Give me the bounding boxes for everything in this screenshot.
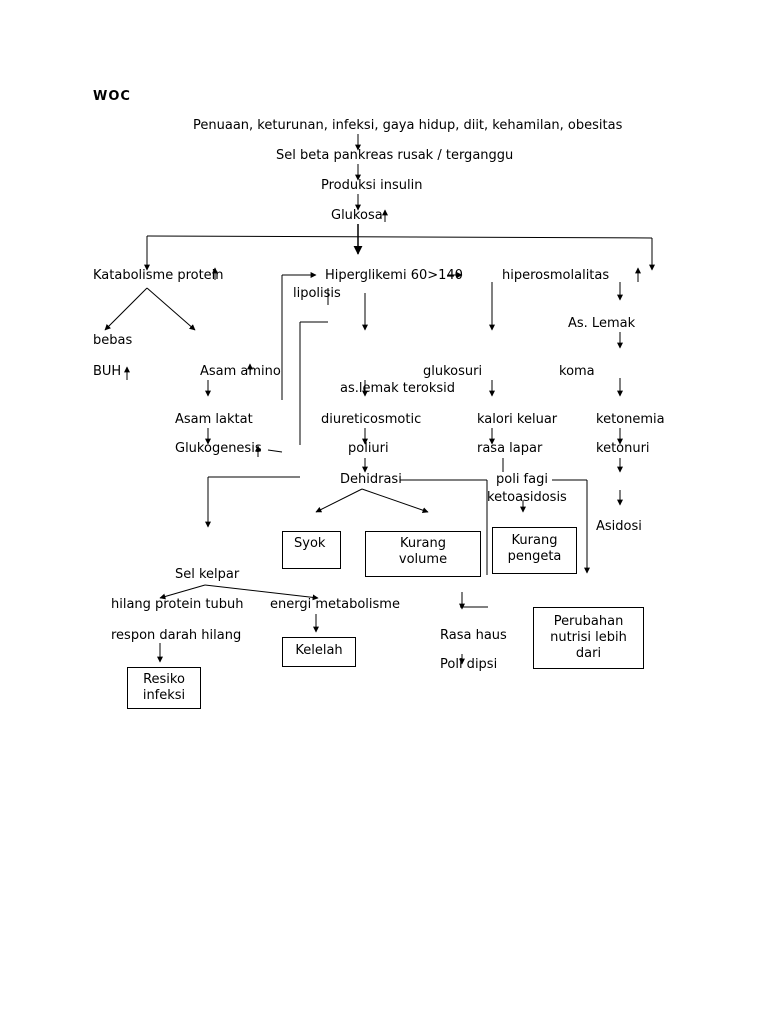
node-causes: Penuaan, keturunan, infeksi, gaya hidup,… bbox=[193, 118, 623, 133]
node-oxidized-fat: as.lemak teroksid bbox=[340, 381, 456, 396]
box-volume-deficit: Kurang volume bbox=[365, 531, 481, 577]
node-coma: koma bbox=[559, 364, 595, 379]
node-polydipsia: Poli dipsi bbox=[440, 657, 498, 672]
node-immune-loss: respon darah hilang bbox=[111, 628, 242, 643]
box-shock-label: Syok bbox=[294, 536, 326, 551]
box-volume-deficit-label: Kurang volume bbox=[398, 536, 448, 567]
node-insulin: Produksi insulin bbox=[321, 178, 423, 193]
box-knowledge-deficit: Kurang pengeta bbox=[492, 527, 577, 574]
node-hyperglycemia: Hiperglikemi 60>140 bbox=[325, 268, 463, 283]
node-beta-cells: Sel beta pankreas rusak / terganggu bbox=[276, 148, 514, 163]
box-fatigue-label: Kelelah bbox=[295, 643, 343, 658]
box-fatigue: Kelelah bbox=[282, 637, 356, 667]
box-nutrition-change-label: Perubahan nutrisi lebih dari bbox=[550, 614, 627, 661]
node-lipolysis: lipolisis bbox=[293, 286, 341, 301]
box-knowledge-deficit-label: Kurang pengeta bbox=[507, 533, 562, 564]
node-ketonuria: ketonuri bbox=[596, 441, 650, 456]
node-acidosis: Asidosi bbox=[596, 519, 642, 534]
node-hyperosmolality: hiperosmolalitas bbox=[502, 268, 610, 283]
node-protein-catabolism: Katabolisme protein bbox=[93, 268, 224, 283]
node-fatty-acid: As. Lemak bbox=[568, 316, 636, 331]
box-infection-risk: Resiko infeksi bbox=[127, 667, 201, 709]
node-free: bebas bbox=[93, 333, 133, 348]
node-hunger: rasa lapar bbox=[477, 441, 543, 456]
node-buh: BUH bbox=[93, 364, 122, 379]
node-amino-acid: Asam amino bbox=[200, 364, 281, 379]
node-ketonemia: ketonemia bbox=[596, 412, 665, 427]
node-glucose: Glukosa bbox=[331, 208, 383, 223]
node-calories-out: kalori keluar bbox=[477, 412, 558, 427]
box-nutrition-change: Perubahan nutrisi lebih dari bbox=[533, 607, 644, 669]
node-osmotic-diuretic: diureticosmotic bbox=[321, 412, 422, 427]
node-gluconeogenesis: Glukogenesis bbox=[175, 441, 262, 456]
node-starving-cells: Sel kelpar bbox=[175, 567, 240, 582]
node-thirst: Rasa haus bbox=[440, 628, 507, 643]
node-polyphagia: poli fagi bbox=[496, 472, 548, 487]
page-title: WOC bbox=[93, 89, 131, 104]
node-ketoacidosis: ketoasidosis bbox=[487, 490, 567, 505]
node-glucosuria: glukosuri bbox=[423, 364, 483, 379]
node-protein-loss: hilang protein tubuh bbox=[111, 597, 244, 612]
box-shock: Syok bbox=[282, 531, 341, 569]
node-lactic-acid: Asam laktat bbox=[175, 412, 253, 427]
node-energy-metabolism: energi metabolisme bbox=[270, 597, 400, 612]
box-infection-risk-label: Resiko infeksi bbox=[142, 672, 186, 703]
node-dehydration: Dehidrasi bbox=[340, 472, 402, 487]
node-polyuria: poliuri bbox=[348, 441, 389, 456]
